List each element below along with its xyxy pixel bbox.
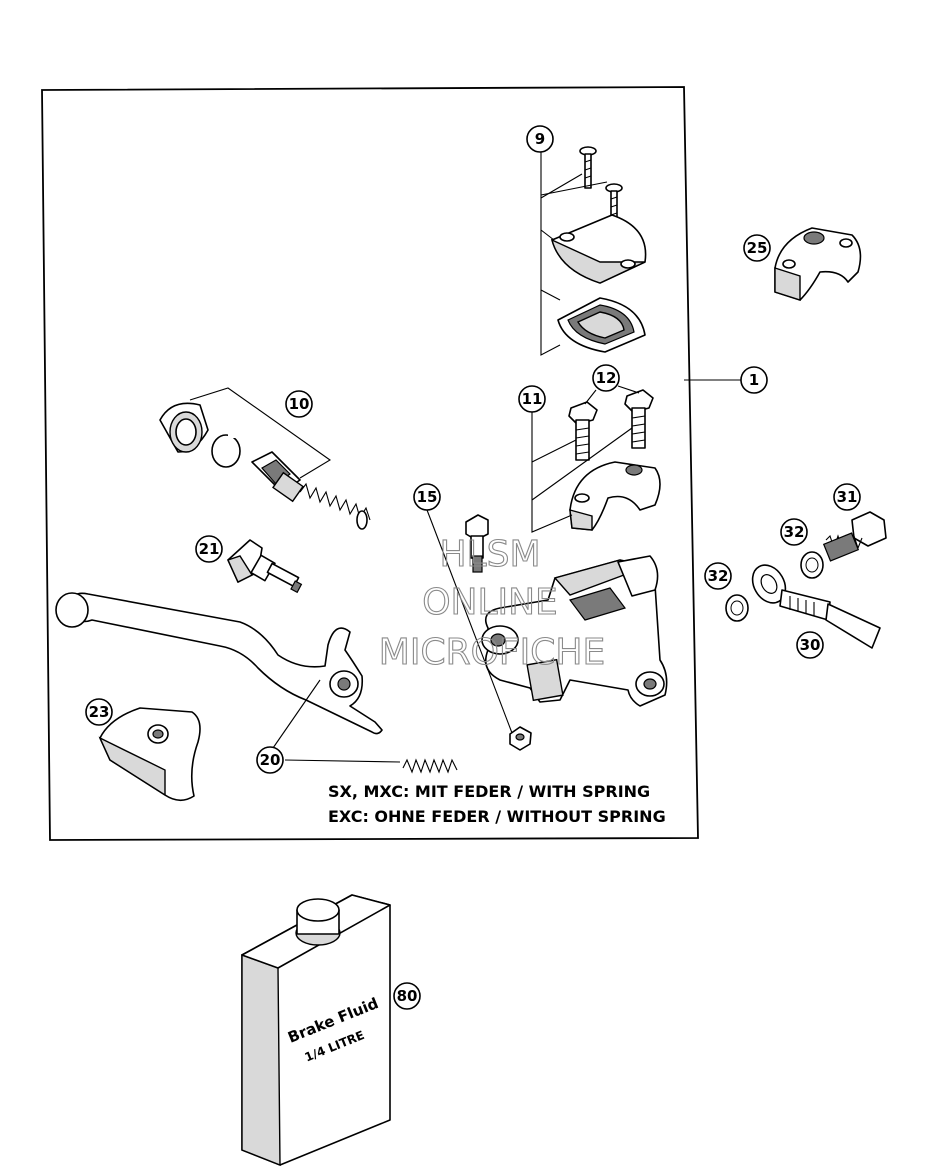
reservoir-diaphragm — [557, 297, 646, 353]
callout-80: 80 — [393, 982, 421, 1010]
callout-20: 20 — [256, 746, 284, 774]
callout-21-number: 21 — [199, 540, 220, 558]
reservoir-cover — [550, 214, 647, 284]
callout-32-number: 32 — [784, 523, 805, 541]
part-9-reservoir-cover-group — [540, 146, 647, 356]
callout-15-number: 15 — [417, 488, 438, 506]
callout-25-number: 25 — [747, 239, 768, 257]
callout-21: 21 — [195, 535, 223, 563]
piston — [251, 451, 304, 503]
callout-31: 31 — [833, 483, 861, 511]
dust-boot — [159, 402, 209, 453]
watermark-line3: MICROFICHE — [379, 632, 605, 673]
clamp-bolt — [568, 401, 598, 461]
assembly-frame — [41, 86, 699, 841]
callout-1-number: 1 — [749, 371, 759, 389]
watermark: HLSM ONLINE MICROFICHE — [378, 533, 606, 673]
circlip — [211, 430, 241, 468]
part-31-banjo-bolt — [822, 511, 887, 562]
callout-9-number: 9 — [535, 130, 545, 148]
callout-31-number: 31 — [837, 488, 858, 506]
callout-25: 25 — [743, 234, 771, 262]
spring-note-line2: EXC: OHNE FEDER / WITHOUT SPRING — [328, 807, 666, 826]
part-10-piston-kit — [159, 387, 371, 530]
callout-80-number: 80 — [397, 987, 418, 1005]
callout-11: 11 — [518, 385, 546, 413]
callout-20-number: 20 — [260, 751, 281, 769]
cover-screw — [579, 146, 597, 189]
callout-32: 32 — [704, 562, 732, 590]
part-21-adjuster-knob — [227, 539, 303, 594]
callout-11-number: 11 — [522, 390, 543, 408]
callout-23: 23 — [85, 698, 113, 726]
part-12-clamp-bolts — [568, 385, 654, 461]
callout-12: 12 — [592, 364, 620, 392]
lever-spring — [272, 679, 458, 774]
callout-1: 1 — [740, 366, 768, 394]
part-32-sealing-washer — [725, 594, 749, 622]
callout-15: 15 — [413, 483, 441, 511]
callout-10: 10 — [285, 390, 313, 418]
return-spring — [299, 482, 371, 530]
callout-32-number: 32 — [708, 567, 729, 585]
part-15-adjuster-bolt — [426, 509, 532, 751]
spring-note-line1: SX, MXC: MIT FEDER / WITH SPRING — [328, 782, 650, 801]
callout-30: 30 — [796, 631, 824, 659]
watermark-line2: ONLINE — [422, 582, 558, 623]
master-cylinder-body — [481, 379, 746, 707]
watermark-line1: HLSM — [439, 534, 540, 575]
callout-23-number: 23 — [89, 703, 110, 721]
callout-32: 32 — [780, 518, 808, 546]
part-11-master-cylinder-clamp — [531, 412, 661, 533]
callout-10-number: 10 — [289, 395, 310, 413]
part-30-brake-hose — [751, 564, 881, 649]
part-23-lever-guard — [98, 707, 201, 802]
part-32-sealing-washer — [800, 551, 824, 579]
part-20-brake-lever — [55, 592, 383, 735]
part-25-handlebar-clamp — [774, 227, 862, 301]
callout-30-number: 30 — [800, 636, 821, 654]
callout-12-number: 12 — [596, 369, 617, 387]
clamp-bolt — [624, 389, 654, 449]
part-80-brake-fluid-can: Brake Fluid 1/4 LITRE — [241, 894, 391, 1167]
callout-9: 9 — [526, 125, 554, 153]
